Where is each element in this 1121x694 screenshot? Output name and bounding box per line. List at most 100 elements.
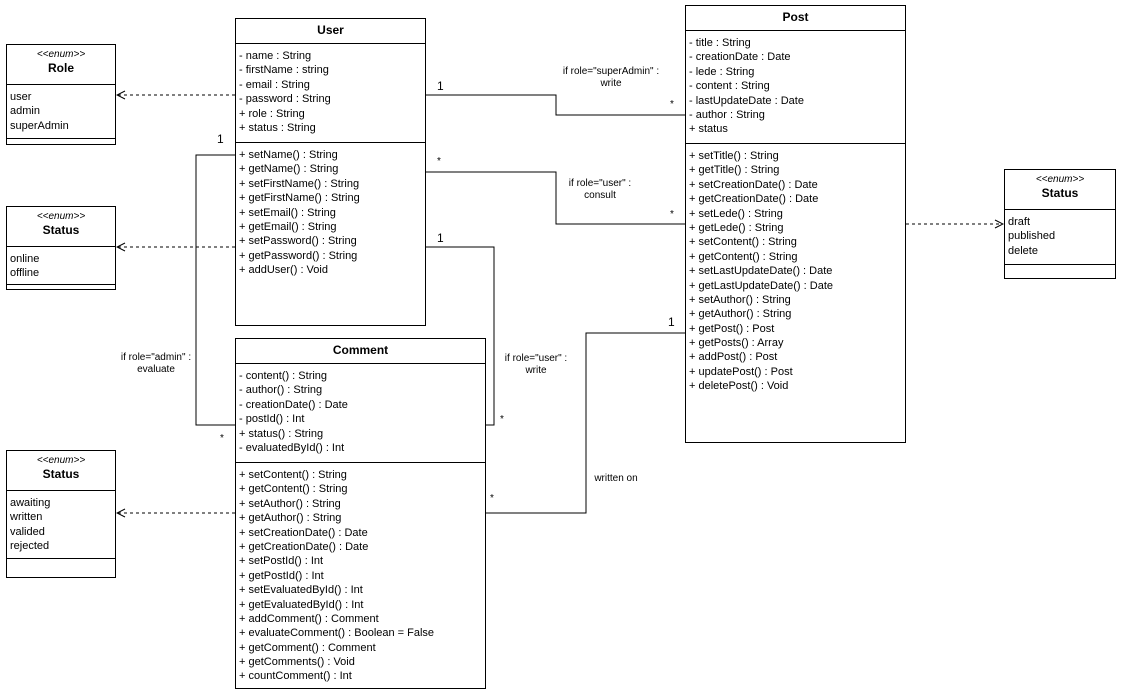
attribute: - postId() : Int [239, 413, 305, 426]
method: + getCreationDate() : Date [239, 540, 369, 553]
method: + getEmail() : String [239, 220, 337, 233]
class-title: Status [1041, 186, 1079, 200]
user-consult-association [426, 171, 685, 225]
method: + setLastUpdateDate() : Date [689, 265, 833, 278]
method: + getEvaluatedById() : Int [239, 598, 364, 611]
attribute: + status [689, 123, 728, 136]
attribute: - title : String [689, 37, 751, 49]
enum-value: superAdmin [10, 119, 69, 132]
user-methods: + setName() : String + getName() : Strin… [236, 143, 425, 278]
enum-values: user admin superAdmin [7, 85, 115, 139]
comment-class[interactable]: Comment - content() : String - author() … [235, 338, 486, 689]
method: + setFirstName() : String [239, 177, 360, 190]
method: + deletePost() : Void [689, 380, 789, 393]
enum-stereotype: <<enum>> [36, 455, 86, 466]
attribute: - creationDate() : Date [239, 398, 348, 411]
user-consult-label: if role="user" :consult [568, 178, 632, 201]
method: + getName() : String [239, 163, 339, 176]
method: + setCreationDate() : Date [689, 178, 818, 191]
method: + setCreationDate() : Date [239, 526, 368, 539]
multiplicity-evaluate-user: 1 [217, 132, 224, 146]
method: + setEvaluatedById() : Int [239, 584, 363, 597]
method: + setPostId() : Int [239, 555, 324, 568]
method: + setEmail() : String [239, 206, 336, 219]
class-title: Comment [332, 343, 389, 357]
method: + countComment() : Int [239, 670, 352, 683]
method: + setPassword() : String [239, 235, 357, 248]
class-title: Post [782, 10, 809, 24]
superadmin-write-label: if role="superAdmin" :write [562, 66, 660, 89]
comment-methods: + setContent() : String + getContent() :… [236, 463, 485, 684]
enum-value: published [1008, 230, 1056, 243]
attribute: + status : String [239, 121, 316, 134]
admin-evaluate-label: if role="admin" :evaluate [120, 352, 192, 375]
enum-stereotype: <<enum>> [1035, 174, 1085, 185]
written-on-label: written on [594, 473, 638, 484]
class-title: Role [47, 61, 74, 75]
attribute: - creationDate : Date [689, 51, 791, 64]
superadmin-write-association [426, 94, 685, 116]
method: + setAuthor() : String [689, 293, 791, 306]
user-write-comment-label: if role="user" :write [504, 353, 568, 376]
written-on-association [486, 332, 685, 514]
comment-status-enum-class[interactable]: <<enum>> Status awaiting written valided… [6, 450, 116, 578]
post-class[interactable]: Post - title : String - creationDate : D… [685, 5, 906, 443]
method: + getPostId() : Int [239, 569, 324, 582]
post-methods: + setTitle() : String + getTitle() : Str… [686, 144, 905, 394]
enum-value: delete [1008, 244, 1038, 257]
attribute: - email : String [239, 78, 310, 91]
attribute: - name : String [239, 50, 312, 62]
enum-value: online [10, 253, 40, 265]
attribute: - evaluatedById() : Int [239, 441, 345, 454]
multiplicity-consult-user: * [437, 156, 441, 167]
method: + addPost() : Post [689, 351, 778, 364]
comment-attributes: - content() : String - author() : String… [236, 364, 485, 463]
comment-status-enum-header: <<enum>> Status [7, 451, 115, 491]
enum-values: draft published delete [1005, 210, 1115, 265]
method: + getContent() : String [689, 250, 798, 263]
attribute: - content : String [689, 80, 770, 93]
method: + getFirstName() : String [239, 192, 360, 205]
multiplicity-superadmin-user: 1 [437, 79, 444, 93]
enum-value: user [10, 91, 32, 103]
method: + setContent() : String [689, 236, 797, 249]
class-title: Status [42, 223, 80, 237]
multiplicity-write-comment-comment: * [500, 414, 504, 425]
user-class[interactable]: User - name : String - firstName : strin… [235, 18, 426, 326]
attribute: + status() : String [239, 427, 324, 440]
enum-value: awaiting [10, 497, 51, 509]
post-status-enum-class[interactable]: <<enum>> Status draft published delete [1004, 169, 1116, 279]
enum-values: online offline [7, 247, 115, 285]
method: + getAuthor() : String [689, 308, 792, 321]
enum-value: draft [1008, 216, 1031, 228]
enum-values: awaiting written valided rejected [7, 491, 115, 559]
multiplicity-written-on-comment: * [490, 493, 494, 504]
multiplicity-evaluate-comment: * [220, 433, 224, 444]
method: + setTitle() : String [689, 150, 779, 162]
multiplicity-consult-post: * [670, 209, 674, 220]
method: + setAuthor() : String [239, 497, 341, 510]
attribute: - content() : String [239, 370, 328, 382]
user-status-enum-class[interactable]: <<enum>> Status online offline [6, 206, 116, 290]
method: + addUser() : Void [239, 264, 328, 277]
post-attributes: - title : String - creationDate : Date -… [686, 31, 905, 144]
post-status-enum-header: <<enum>> Status [1005, 170, 1115, 210]
enum-value: valided [10, 525, 45, 538]
method: + getComment() : Comment [239, 641, 376, 654]
method: + addComment() : Comment [239, 612, 379, 625]
enum-value: written [10, 511, 43, 524]
method: + getLastUpdateDate() : Date [689, 279, 833, 292]
enum-stereotype: <<enum>> [36, 211, 86, 222]
enum-value: admin [10, 105, 40, 118]
method: + setContent() : String [239, 469, 347, 481]
class-title: User [317, 23, 344, 37]
method: + getPassword() : String [239, 249, 358, 262]
multiplicity-written-on-post: 1 [668, 315, 675, 329]
user-class-header: User [236, 19, 425, 44]
method: + getAuthor() : String [239, 512, 342, 525]
attribute: - lastUpdateDate : Date [689, 94, 804, 107]
role-enum-class[interactable]: <<enum>> Role user admin superAdmin [6, 44, 116, 145]
role-enum-header: <<enum>> Role [7, 45, 115, 85]
enum-value: offline [10, 267, 40, 280]
comment-class-header: Comment [236, 339, 485, 364]
